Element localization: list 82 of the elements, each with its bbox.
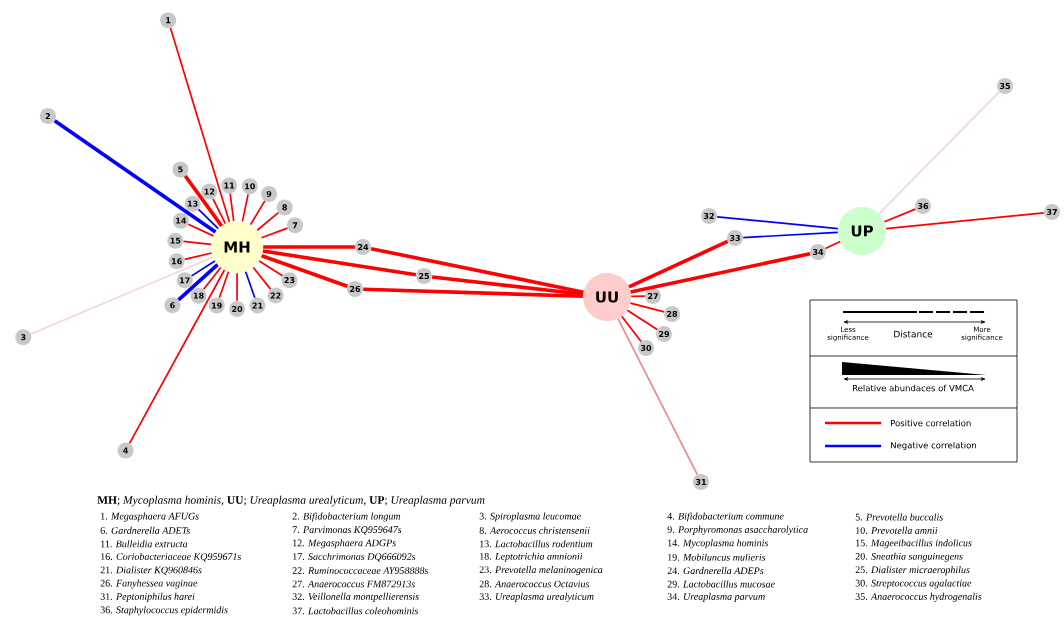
correlation-line — [629, 302, 665, 313]
species-list-entry: 23. Prevotella melaninogenica — [479, 566, 603, 576]
correlation-line — [244, 270, 256, 299]
species-list-entry: 15. Mageeibacillus indolicus — [856, 539, 972, 549]
correlation-line — [716, 215, 839, 230]
correlation-line — [363, 287, 583, 299]
correlation-line — [256, 211, 280, 232]
correlation-line — [626, 309, 658, 331]
species-list-entry: 4. Bifidobacterium commune — [667, 512, 784, 522]
species-list-entry: 27. Anaerococcus FM872913s — [292, 580, 415, 588]
correlation-line — [212, 198, 227, 225]
species-list-entry: 22. Ruminococcaceae AY958888s — [292, 567, 428, 574]
species-list-entry: 17. Sacchrimonas DQ666092s — [293, 552, 416, 562]
correlation-line — [630, 251, 811, 294]
correlation-line — [885, 211, 1045, 230]
correlation-line — [262, 249, 417, 277]
correlation-line — [883, 208, 917, 223]
correlation-line — [261, 254, 348, 288]
legend-text: Negative correlation — [891, 441, 976, 451]
correlation-line — [197, 208, 220, 230]
species-list-entry: 9. Porphyromonas asaccharolytica — [667, 525, 808, 535]
species-list-entry: 10. Prevotella amnii — [856, 526, 938, 534]
species-list-entry: 20. Sneathia sanguinegens — [855, 552, 963, 562]
correlation-line — [236, 272, 238, 302]
correlation-line — [183, 252, 213, 261]
species-list-entry: 32. Veillonella montpellierensis — [292, 592, 419, 602]
correlation-line — [878, 91, 1001, 215]
correlation-line — [252, 266, 272, 290]
species-list-entry: 26. Fanyhessea vaginae — [100, 579, 198, 589]
correlation-line — [258, 260, 284, 277]
correlation-line — [617, 317, 699, 476]
correlation-line — [630, 295, 646, 298]
species-list-entry: 6. Gardnerella ADETs — [100, 526, 190, 534]
species-list-entry: 8. Aerococcus christensenii — [479, 526, 590, 534]
scale-label: Distance — [894, 330, 933, 338]
species-list-entry: 24. Gardnerella ADEPs — [667, 567, 764, 575]
species-list-entry: 18. Leptotrichia amnionii — [480, 552, 583, 562]
correlation-line — [30, 256, 214, 335]
correlation-line — [128, 269, 226, 445]
species-list-entry: 14. Mycoplasma hominis — [668, 539, 768, 549]
species-list-entry: 2. Bifidobacterium longum — [292, 512, 401, 522]
correlation-line — [169, 27, 231, 223]
species-list-entry: 13. Lactobacillus rodentium — [480, 540, 593, 548]
species-list-entry: 7. Parvimonas KQ959647s — [292, 526, 402, 535]
species-list-entry: 36. Staphylococcus epidermidis — [100, 606, 228, 616]
correlation-line — [202, 266, 222, 291]
species-list-entry: 21. Dialister KQ960846s — [100, 566, 202, 575]
correlation-line — [620, 315, 642, 343]
correlation-line — [53, 119, 217, 234]
correlation-line — [263, 245, 355, 249]
correlation-line — [190, 260, 216, 277]
species-list-entry: 29. Lactobacillus mucosae — [667, 580, 775, 588]
species-list-entry: 5. Prevotella buccalis — [855, 513, 943, 521]
correlation-line — [249, 200, 266, 226]
species-list-entry: 28. Anaerococcus Octavius — [479, 580, 590, 588]
species-list-entry: 1. Megasphaera AFUGs — [101, 512, 199, 522]
correlation-line — [241, 193, 249, 223]
correlation-line — [742, 231, 839, 239]
correlation-line — [431, 275, 584, 297]
correlation-line — [187, 223, 215, 237]
species-list-entry: 16. Coriobacteriaceae KQ959671s — [101, 552, 241, 562]
correlation-line — [218, 270, 230, 299]
correlation-line — [260, 227, 289, 239]
correlation-line — [182, 240, 212, 246]
correlation-line — [229, 192, 235, 222]
scale-label: Relative abundaces of VMCA — [852, 384, 974, 392]
species-list-entry: 11. Bulleidia extructa — [101, 540, 188, 548]
species-list-entry: 3. Spiroplasma leucomae — [479, 512, 581, 522]
species-list-entry: 30. Streptococcus agalactiae — [855, 579, 972, 589]
species-list-entry: 19. Mobiluncus mulieris — [668, 553, 766, 561]
caption: MH; Mycoplasma hominis, UU; Ureaplasma urealyticum, UP; Ureaplasma parvum — [97, 495, 485, 507]
correlation-line — [370, 246, 584, 294]
species-list-entry: 12. Megasphaera ADGPs — [293, 539, 396, 549]
species-list-entry: 25. Dialister micraerophilus — [855, 566, 970, 576]
correlation-line — [824, 240, 841, 250]
species-list-entry: 33. Ureaplasma urealyticum — [479, 592, 594, 602]
species-list-entry: 37. Lactobacillus coleohominis — [292, 607, 418, 615]
correlation-line — [628, 239, 729, 289]
species-list-entry: 31. Peptoniphilus harei — [100, 592, 195, 602]
legend-text: Positive correlation — [891, 419, 971, 427]
species-list-entry: 35. Anaerococcus hydrogenalis — [855, 592, 982, 602]
species-list-entry: 34. Ureaplasma parvum — [667, 592, 765, 602]
